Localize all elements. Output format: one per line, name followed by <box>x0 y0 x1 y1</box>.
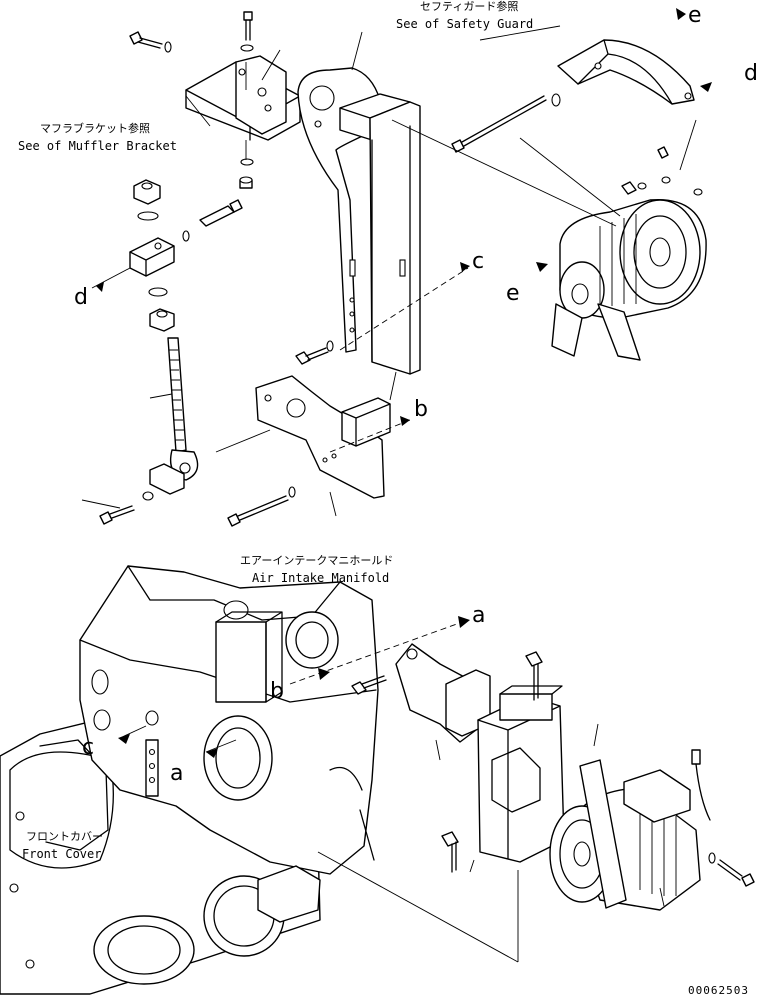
front-cover-en-label: Front Cover <box>22 847 101 861</box>
callout-d-left: d <box>74 285 88 310</box>
engine-block <box>79 565 379 923</box>
callout-c-block: c <box>82 735 94 760</box>
callout-a-block: a <box>170 761 183 786</box>
adjusting-rod <box>99 337 199 525</box>
callout-c-mid: c <box>472 249 484 274</box>
callout-e-top: e <box>688 3 702 28</box>
compressor-bracket-bolts <box>351 651 543 873</box>
safety-guard <box>557 39 695 105</box>
engine-front-cover <box>0 711 321 995</box>
safety-guard-en-label: See of Safety Guard <box>396 17 533 31</box>
compressor-bracket-main <box>477 685 565 863</box>
intake-en-label: Air Intake Manifold <box>252 571 389 585</box>
muffler-jp-label: マフラブラケット参照 <box>40 121 150 135</box>
callout-arrows <box>96 8 712 758</box>
safety-guard-jp-label: セフティガード参照 <box>420 0 518 13</box>
alternator <box>551 146 707 361</box>
compressor <box>549 749 755 911</box>
compressor-bracket-upper <box>395 643 491 743</box>
muffler-bracket <box>185 55 301 141</box>
left-hardware <box>129 179 243 332</box>
alternator-arm-bracket <box>297 67 421 375</box>
callout-a-right: a <box>472 603 485 628</box>
lower-alternator-bracket <box>227 375 391 527</box>
callout-b-mid: b <box>414 397 428 422</box>
arm-bolt <box>295 340 334 365</box>
callout-d-right: d <box>744 61 758 86</box>
drawing-code: 00062503 <box>688 984 749 997</box>
front-cover-jp-label: フロントカバー <box>26 830 103 843</box>
muffler-hardware <box>239 158 254 189</box>
muffler-en-label: See of Muffler Bracket <box>18 139 177 153</box>
callout-e-mid: e <box>506 281 520 306</box>
long-bolt <box>451 93 561 153</box>
intake-jp-label: エアーインテークマニホールド <box>240 554 393 567</box>
top-bolts <box>129 11 254 53</box>
callout-b-block: b <box>270 679 284 704</box>
